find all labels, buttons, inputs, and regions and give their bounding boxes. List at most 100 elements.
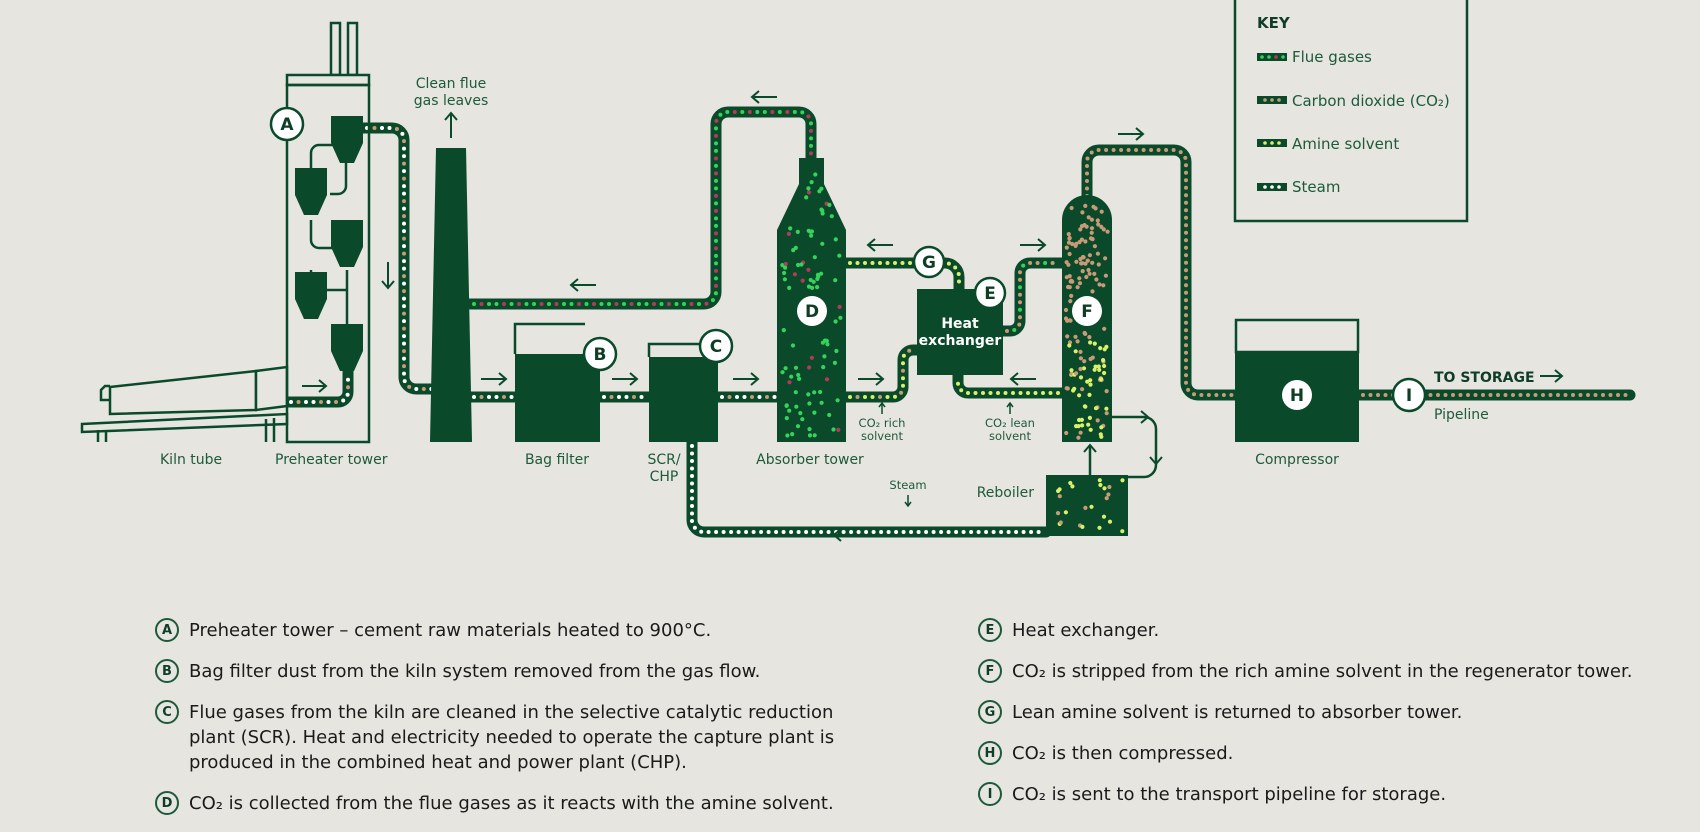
pipe-dot	[1593, 393, 1598, 397]
particle	[798, 411, 803, 416]
pipe-dot	[1028, 261, 1033, 265]
pipe-dot	[1149, 148, 1154, 152]
key-label: Amine solvent	[1292, 135, 1399, 153]
pipe-dot	[706, 530, 711, 534]
particle	[1069, 278, 1074, 283]
particle	[781, 328, 786, 333]
particle	[1104, 389, 1109, 394]
particle	[1075, 285, 1080, 290]
pipe-dot	[1085, 186, 1089, 191]
pipe-dot	[1018, 307, 1022, 312]
pipe-dot	[916, 530, 921, 534]
pipe-dot	[1085, 156, 1090, 161]
pipe-dot	[1089, 150, 1094, 155]
pipe-dot	[721, 530, 726, 534]
particle	[1078, 366, 1083, 372]
pipe-dot	[1206, 393, 1211, 397]
pipe-dot	[1171, 148, 1176, 152]
particle	[787, 408, 792, 413]
pipe-dot	[1018, 285, 1022, 290]
pipe-dot	[1184, 163, 1188, 168]
pipe-dot	[622, 302, 626, 306]
label-co2-rich: CO₂ rich	[859, 416, 906, 430]
pipe-hx-regen-dots	[1005, 261, 1055, 333]
particle	[817, 189, 822, 194]
arrow-down-icon	[381, 262, 395, 290]
label-to-storage: TO STORAGE	[1434, 370, 1535, 386]
particle	[785, 433, 790, 438]
particle	[1079, 237, 1084, 242]
svg-text:H: H	[1290, 386, 1304, 406]
particle	[1057, 487, 1062, 492]
arrow-left-icon	[569, 278, 596, 292]
pipe-dot	[1018, 292, 1022, 297]
pipe-dot	[1488, 393, 1493, 397]
pipe-dot	[690, 466, 694, 471]
pipe-dot	[1184, 373, 1188, 378]
arrow-right-icon	[733, 372, 760, 386]
pipe-dot	[1184, 275, 1188, 280]
pipe-dot	[1548, 393, 1553, 397]
pipe-dot	[1085, 164, 1089, 168]
particle	[807, 433, 813, 438]
particle	[1070, 484, 1075, 489]
pipe-dot	[402, 214, 406, 219]
pipe-absorber-top-dots	[472, 110, 813, 306]
particle	[819, 400, 824, 405]
particle	[831, 427, 836, 432]
pipe-dot	[1111, 148, 1116, 152]
particle	[789, 374, 794, 379]
pipe-dot	[1184, 245, 1188, 250]
badge-d: D	[797, 296, 827, 326]
label-bag-filter: Bag filter	[525, 452, 589, 468]
particle	[1104, 496, 1109, 501]
pipe-dot	[402, 289, 406, 294]
pipe-dot	[924, 530, 929, 534]
pipe-dot	[735, 395, 739, 399]
particle	[797, 376, 802, 381]
label-absorber-tower: Absorber tower	[756, 452, 864, 468]
pipe-dot	[1048, 391, 1053, 395]
badge-a: A	[269, 106, 305, 142]
pipe-dot	[713, 291, 718, 296]
pipe-dot	[1184, 335, 1188, 340]
pipe-g-hx-dots	[946, 261, 961, 284]
pipe-dot	[1184, 253, 1188, 258]
particle	[793, 390, 798, 395]
pipe-dot	[770, 110, 775, 114]
label-co2-lean: CO₂ lean	[985, 416, 1035, 430]
particle	[1067, 236, 1072, 241]
badge-e: E	[973, 276, 1007, 310]
heat-exchanger: Heat exchanger	[917, 289, 1003, 375]
particle	[1064, 430, 1069, 436]
particle	[835, 398, 840, 403]
pipe-dot	[1496, 393, 1500, 397]
particle	[1098, 432, 1103, 437]
particle	[1088, 378, 1093, 383]
pipe-dot	[1018, 277, 1022, 282]
pipe-dot	[667, 302, 671, 306]
svg-text:E: E	[984, 284, 996, 304]
particle	[1097, 282, 1102, 287]
particle	[783, 261, 788, 267]
particle	[780, 263, 785, 268]
label-lean-solvent: solvent	[989, 429, 1031, 443]
particle	[806, 186, 811, 191]
pipe-dot	[402, 274, 406, 279]
badge-g: G	[912, 245, 946, 279]
pipe-rich-solvent	[840, 344, 923, 403]
pipe-dot	[402, 146, 406, 151]
legend-item-c: C Flue gases from the kiln are cleaned i…	[155, 700, 875, 775]
pipe-dot	[402, 356, 406, 361]
particle	[1087, 271, 1092, 276]
pipe-dot	[632, 395, 636, 399]
legend-badge: F	[978, 659, 1002, 683]
pipe-dot	[690, 481, 694, 486]
legend-item-g: G Lean amine solvent is returned to abso…	[978, 700, 1678, 725]
pipe-dot	[1011, 391, 1015, 395]
particle	[1069, 368, 1074, 373]
pipe-dot	[856, 530, 861, 534]
particle	[1097, 367, 1102, 372]
particle	[1084, 274, 1089, 280]
pipe-dot	[1451, 393, 1455, 397]
